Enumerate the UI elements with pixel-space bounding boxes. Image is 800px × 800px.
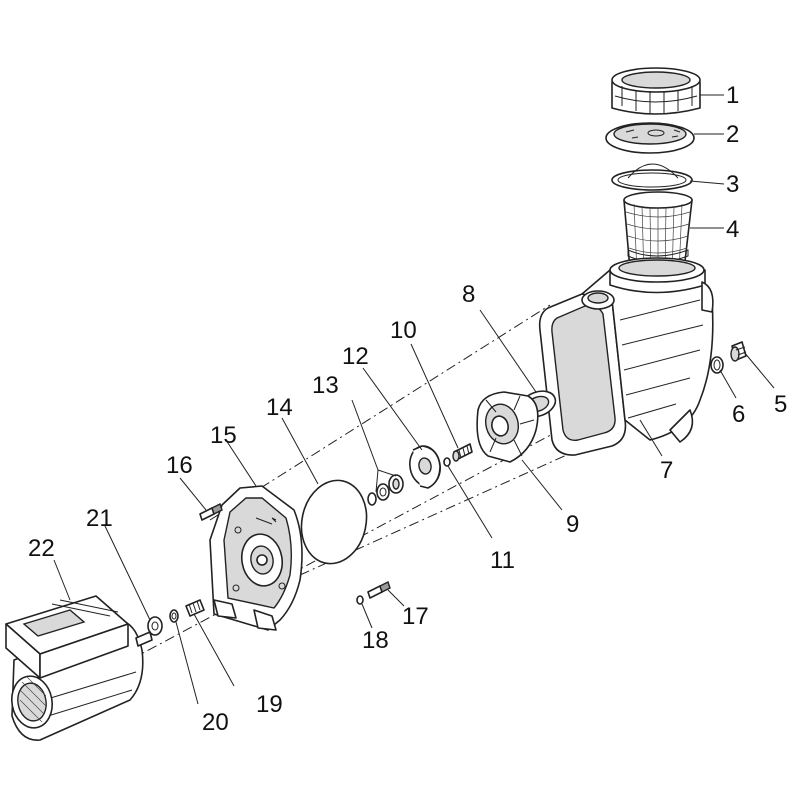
callout-6: 6	[732, 401, 745, 428]
part-14-gasket	[300, 479, 368, 565]
part-15-seal-plate	[209, 485, 303, 631]
callout-20: 20	[202, 709, 229, 736]
part-3-lid-oring	[611, 163, 693, 191]
leader-lines	[53, 94, 775, 705]
part-21-washer	[147, 616, 163, 636]
callout-12: 12	[342, 343, 369, 370]
part-17-bolt	[367, 581, 391, 599]
callout-19: 19	[256, 691, 283, 718]
callout-9: 9	[566, 511, 579, 538]
part-10-impeller-screw	[452, 443, 473, 462]
callout-10: 10	[390, 317, 417, 344]
callout-16: 16	[166, 452, 193, 479]
part-18-washer	[356, 595, 364, 605]
part-12-impeller	[409, 445, 441, 489]
part-13-mechanical-seal	[367, 474, 404, 506]
callout-4: 4	[726, 216, 739, 243]
part-6-plug-oring	[710, 356, 724, 374]
part-9-diffuser	[476, 391, 539, 463]
part-20-washer	[169, 609, 179, 623]
callout-14: 14	[266, 394, 293, 421]
callout-21: 21	[86, 505, 113, 532]
callout-18: 18	[362, 627, 389, 654]
callout-3: 3	[726, 171, 739, 198]
part-7-pump-housing	[538, 257, 714, 456]
part-19-spring	[185, 599, 205, 617]
part-2-cover-disc	[605, 122, 695, 154]
part-22-motor	[5, 595, 153, 741]
callout-5: 5	[774, 391, 787, 418]
callout-11: 11	[490, 547, 515, 574]
callout-7: 7	[660, 457, 673, 484]
part-5-drain-plug	[730, 341, 747, 362]
callout-8: 8	[462, 281, 475, 308]
callout-15: 15	[210, 422, 237, 449]
callout-labels: 1 2 3 4 5 6 7 8 9 10 11 12 13 14 15 16 1…	[28, 82, 787, 736]
callout-17: 17	[402, 603, 429, 630]
part-11-washer	[443, 457, 451, 467]
callout-22: 22	[28, 535, 55, 562]
callout-2: 2	[726, 121, 739, 148]
callout-1: 1	[726, 82, 739, 109]
callout-13: 13	[312, 372, 339, 399]
part-16-bolt	[199, 503, 223, 521]
part-1-strainer-lid	[611, 67, 701, 115]
